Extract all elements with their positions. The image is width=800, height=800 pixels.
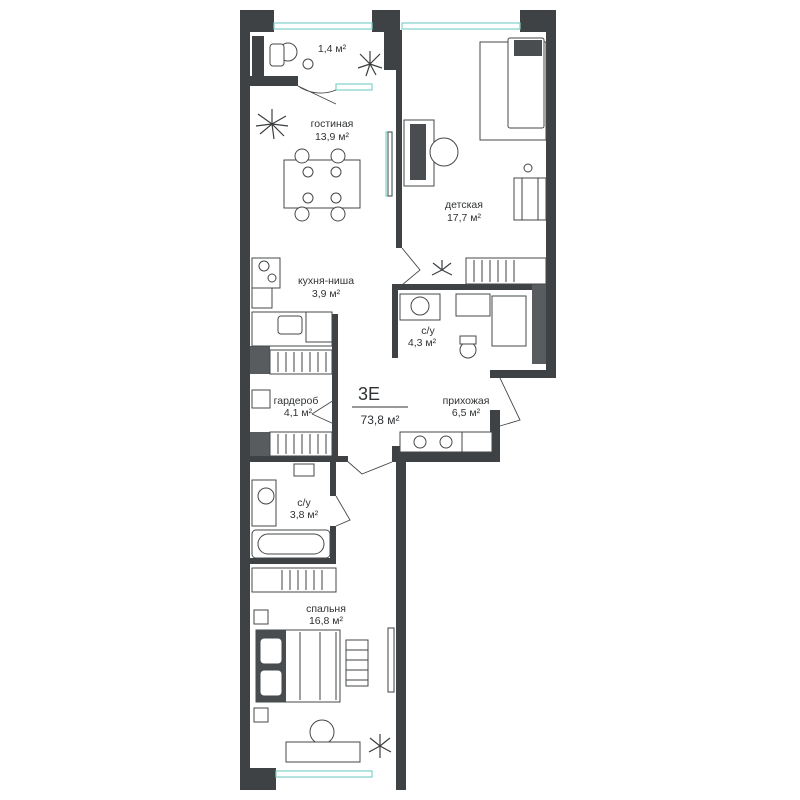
- balcony-area: 1,4 м²: [318, 43, 347, 55]
- hall-area: 6,5 м²: [452, 407, 481, 419]
- bath1-furniture: [399, 293, 527, 359]
- unit-label: 3Е 73,8 м²: [352, 384, 408, 427]
- wardrobe-furniture: [251, 349, 333, 457]
- kids-area: 17,7 м²: [447, 212, 482, 224]
- balcony-furniture: [269, 42, 383, 77]
- unit-area: 73,8 м²: [361, 413, 400, 427]
- hall-name: прихожая: [443, 395, 490, 407]
- kids-name: детская: [445, 199, 483, 211]
- kitchen-area: 3,9 м²: [312, 288, 341, 300]
- living-area: 13,9 м²: [315, 131, 350, 143]
- bath2-furniture: [251, 463, 331, 559]
- bedroom-furniture: [251, 567, 395, 763]
- wardrobe-name: гардероб: [274, 395, 319, 407]
- bath2-name: с/у: [297, 497, 311, 509]
- entrance-furniture: [399, 431, 493, 453]
- unit-code: 3Е: [358, 384, 380, 404]
- bedroom-name: спальня: [306, 603, 346, 615]
- room-labels: 1,4 м² гостиная 13,9 м² детская 17,7 м² …: [274, 43, 490, 627]
- kitchen-name: кухня-ниша: [298, 275, 354, 287]
- kids-furniture: [403, 37, 547, 285]
- bath2-area: 3,8 м²: [290, 509, 319, 521]
- wardrobe-area: 4,1 м²: [284, 407, 313, 419]
- bath1-name: с/у: [421, 325, 435, 337]
- walls: [240, 10, 556, 790]
- doors: [297, 85, 521, 527]
- bedroom-area: 16,8 м²: [309, 615, 344, 627]
- living-furniture: [255, 109, 393, 222]
- kitchen-furniture: [251, 257, 333, 347]
- bath1-area: 4,3 м²: [408, 337, 437, 349]
- living-name: гостиная: [311, 118, 354, 130]
